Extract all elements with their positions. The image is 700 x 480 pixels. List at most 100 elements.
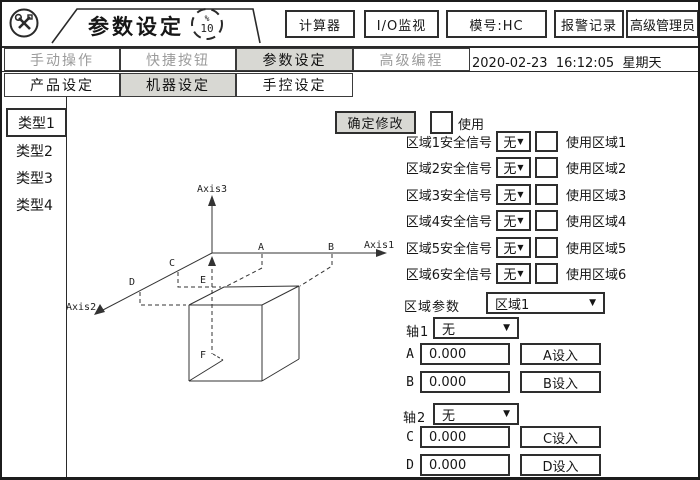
model-number-button[interactable]: 模号:HC [446,10,547,38]
coord-a-row: A A设入 [400,343,601,365]
alarm-record-button[interactable]: 报警记录 [554,10,624,38]
zone4-signal-dropdown[interactable]: 无▼ [496,210,531,231]
point-f-label: F [200,350,206,361]
zone2-signal-dropdown[interactable]: 无▼ [496,157,531,178]
zone5-signal-value: 无 [503,242,517,257]
zone2-signal-value: 无 [503,162,517,177]
coord-b-label: B [406,374,414,390]
zone2-signal-label: 区域2安全信号 [405,162,492,177]
tab-parameter-setting[interactable]: 参数设定 [236,48,353,71]
coord-a-set-button[interactable]: A设入 [520,343,601,365]
chevron-down-icon: ▼ [517,216,524,225]
use-label: 使用 [458,118,485,133]
zone3-row: 区域3安全信号 无▼ 使用区域3 [398,184,698,205]
zone5-use-label: 使用区域5 [566,242,627,257]
zone-3d-diagram [94,195,387,382]
calculator-button[interactable]: 计算器 [285,10,355,38]
coord-b-input[interactable] [420,371,510,393]
zone4-signal-label: 区域4安全信号 [405,215,492,230]
zone4-use-checkbox[interactable] [535,210,558,231]
coord-a-input[interactable] [420,343,510,365]
tab-product-setting[interactable]: 产品设定 [4,73,120,97]
coord-c-input[interactable] [420,426,510,448]
nav-tabs-divider [2,71,698,72]
zone3-signal-label: 区域3安全信号 [405,189,492,204]
coord-a-label: A [406,346,414,362]
coord-c-label: C [406,429,414,445]
zone-param-dropdown[interactable]: 区域1 ▼ [486,292,605,314]
point-d-label: D [129,277,135,288]
tab-machine-setting[interactable]: 机器设定 [120,73,236,97]
chevron-down-icon: ▼ [589,298,596,308]
point-a-label: A [258,242,264,253]
zone1-signal-dropdown[interactable]: 无▼ [496,131,531,152]
axis2-param-label: 轴2 [403,411,427,426]
sidebar-item-type3[interactable]: 类型3 [16,170,53,187]
point-e-label: E [200,275,206,286]
coord-b-row: B B设入 [400,371,601,393]
zone5-signal-label: 区域5安全信号 [405,242,492,257]
zone4-row: 区域4安全信号 无▼ 使用区域4 [398,210,698,231]
zone1-row: 区域1安全信号 无▼ 使用区域1 [398,131,698,152]
chevron-down-icon: ▼ [503,323,510,333]
axis1-dropdown[interactable]: 无 ▼ [433,317,519,339]
sidebar-item-type4[interactable]: 类型4 [16,197,53,214]
zone6-signal-dropdown[interactable]: 无▼ [496,263,531,284]
chevron-down-icon: ▼ [517,137,524,146]
zone1-use-checkbox[interactable] [535,131,558,152]
gear-speed-icon: % 10 [191,8,223,40]
svg-text:%: % [205,14,210,23]
coord-d-row: D D设入 [400,454,601,476]
zone5-signal-dropdown[interactable]: 无▼ [496,237,531,258]
coord-b-set-button[interactable]: B设入 [520,371,601,393]
axis2-dropdown[interactable]: 无 ▼ [433,403,519,425]
coord-d-input[interactable] [420,454,510,476]
zone6-row: 区域6安全信号 无▼ 使用区域6 [398,263,698,284]
zone4-use-label: 使用区域4 [566,215,627,230]
zone3-use-checkbox[interactable] [535,184,558,205]
sidebar-item-type2[interactable]: 类型2 [16,143,53,160]
sidebar-item-type1[interactable]: 类型1 [6,108,67,137]
chevron-down-icon: ▼ [517,190,524,199]
confirm-modify-button[interactable]: 确定修改 [335,111,416,134]
zone-param-label: 区域参数 [404,300,461,315]
page-title: 参数设定 [88,15,184,39]
svg-text:10: 10 [200,22,213,35]
zone1-use-label: 使用区域1 [566,136,627,151]
zone3-signal-value: 无 [503,189,517,204]
coord-c-set-button[interactable]: C设入 [520,426,601,448]
tab-handcontrol-setting[interactable]: 手控设定 [236,73,353,97]
zone6-use-label: 使用区域6 [566,268,627,283]
admin-level-button[interactable]: 高级管理员 [626,10,698,38]
point-b-label: B [328,242,334,253]
zone4-signal-value: 无 [503,215,517,230]
axis2-value: 无 [442,408,456,424]
tab-quick-buttons[interactable]: 快捷按钮 [120,48,236,71]
zone-3d-diagram-labels: Axis3 Axis1 Axis2 A B C D E F [66,184,394,361]
tab-manual-operation[interactable]: 手动操作 [4,48,120,71]
chevron-down-icon: ▼ [517,269,524,278]
use-checkbox[interactable] [430,111,453,134]
coord-d-set-button[interactable]: D设入 [520,454,601,476]
zone1-signal-label: 区域1安全信号 [405,136,492,151]
chevron-down-icon: ▼ [517,163,524,172]
zone2-use-checkbox[interactable] [535,157,558,178]
zone1-signal-value: 无 [503,136,517,151]
chevron-down-icon: ▼ [503,409,510,419]
tools-icon [9,8,39,38]
coord-c-row: C C设入 [400,426,601,448]
tab-advanced-programming[interactable]: 高级编程 [353,48,470,71]
zone5-use-checkbox[interactable] [535,237,558,258]
datetime-display: 2020-02-23 16:12:05 星期天 [472,56,662,71]
axis1-param-label: 轴1 [406,325,430,340]
axis1-value: 无 [442,322,456,338]
zone5-row: 区域5安全信号 无▼ 使用区域5 [398,237,698,258]
zone6-use-checkbox[interactable] [535,263,558,284]
zone2-use-label: 使用区域2 [566,162,627,177]
axis3-label: Axis3 [197,184,227,195]
io-monitor-button[interactable]: I/O监视 [364,10,439,38]
zone3-signal-dropdown[interactable]: 无▼ [496,184,531,205]
coord-d-label: D [406,457,414,473]
zone-param-value: 区域1 [495,297,530,313]
